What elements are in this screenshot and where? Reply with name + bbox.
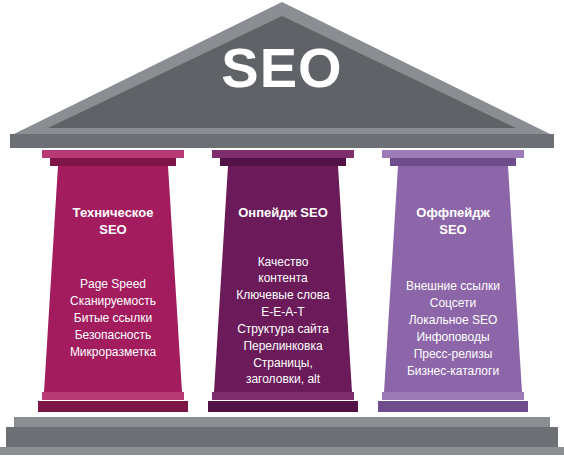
pillar-item: Микроразметка: [54, 344, 172, 360]
roof-beam: [10, 134, 554, 148]
pillar-list: Внешние ссылкиСоцсетиЛокальное SEOИнфопо…: [394, 278, 512, 380]
pillar-item: Ключевые слова: [235, 287, 331, 303]
pillar-heading: Онпейдж SEO: [235, 204, 331, 221]
pillar-item: Внешние ссылки: [394, 278, 512, 294]
capital-top: [212, 150, 354, 158]
roof-pediment: SEO: [0, 0, 564, 152]
pillar-item: Перелинковка: [235, 338, 331, 354]
pillar-heading: Техническое SEO: [65, 204, 161, 238]
pillar-item: Качество контента: [235, 254, 331, 286]
pillar: Онпейдж SEO Качество контентаКлючевые сло…: [208, 148, 358, 414]
pillar-item: Страницы, заголовки, alt: [235, 355, 331, 387]
base-step: [14, 417, 550, 427]
pillar-base-band: [42, 392, 184, 400]
pillar-item: Безопасность: [54, 327, 172, 343]
pillar-item: Сканируемость: [54, 293, 172, 309]
capital-top: [42, 150, 184, 158]
pillar-item: Локальное SEO: [394, 312, 512, 328]
pillar-item: Бизнес-каталоги: [394, 363, 512, 379]
capital-band: [390, 158, 516, 166]
pillar: Оффпейдж SEO Внешние ссылкиСоцсетиЛокальн…: [378, 148, 528, 414]
pillar-base-band: [382, 392, 524, 400]
pillar-item: Пресс-релизы: [394, 346, 512, 362]
pillar-list: Page SpeedСканируемостьБитые ссылкиБезоп…: [54, 276, 172, 361]
pillar-plinth: [38, 401, 188, 412]
roof-title: SEO: [0, 40, 564, 96]
pillar-list: Качество контентаКлючевые словаE-E-A-TСт…: [224, 254, 342, 388]
pillar-item: Page Speed: [54, 276, 172, 292]
capital-top: [382, 150, 524, 158]
capital-band: [50, 158, 176, 166]
pillar-item: Битые ссылки: [54, 310, 172, 326]
capital-band: [220, 158, 346, 166]
pillar-shaft: [214, 166, 352, 392]
pillar-heading: Оффпейдж SEO: [405, 204, 501, 238]
base-step: [0, 447, 564, 455]
pillar: Техническое SEO Page SpeedСканируемостьБи…: [38, 148, 188, 414]
pillar-plinth: [378, 401, 528, 412]
pillar-item: E-E-A-T: [235, 304, 331, 320]
pillar-base-band: [212, 392, 354, 400]
base-step: [6, 427, 558, 447]
pillar-item: Инфоповоды: [394, 329, 512, 345]
pillar-plinth: [208, 401, 358, 412]
pillar-shaft: [384, 166, 522, 392]
pillar-item: Структура сайта: [235, 321, 331, 337]
pillar-item: Соцсети: [394, 295, 512, 311]
pillar-shaft: [44, 166, 182, 392]
